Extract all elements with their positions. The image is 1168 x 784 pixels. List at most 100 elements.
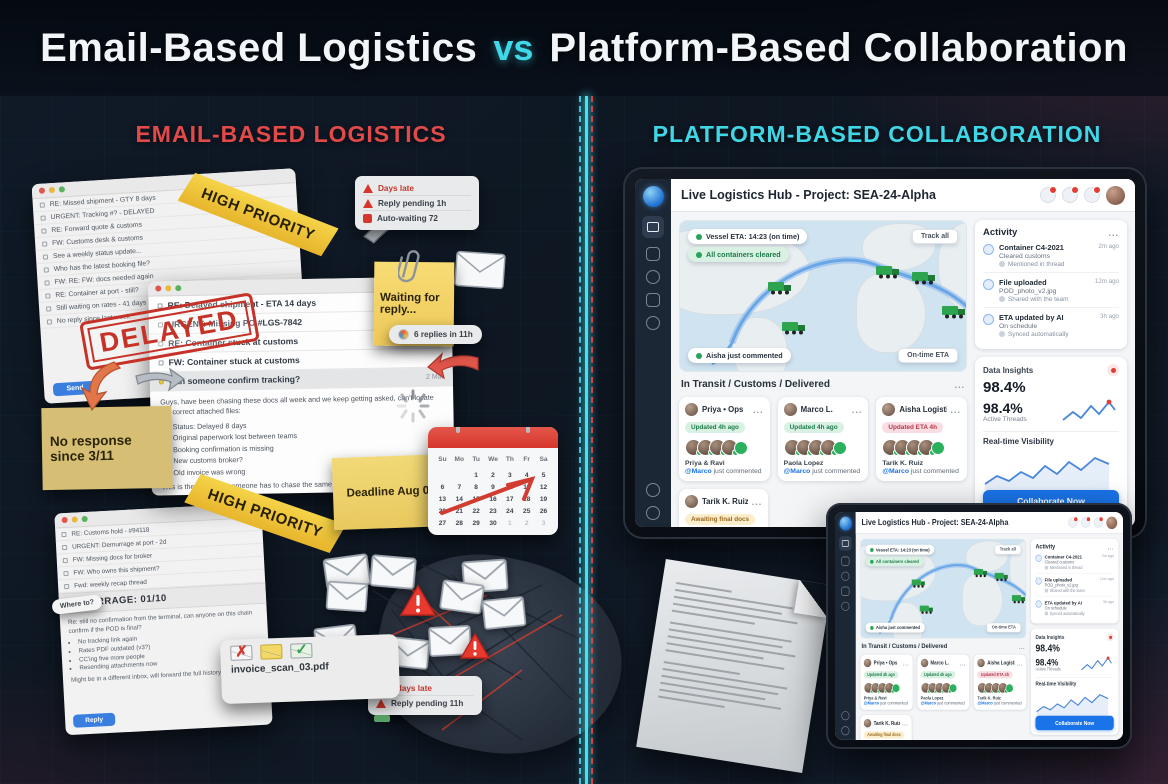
calendar-day[interactable]: 27: [438, 519, 447, 527]
shipment-map[interactable]: Vessel ETA: 14:23 (on time) All containe…: [679, 220, 967, 372]
sidebar-item-history[interactable]: [841, 571, 850, 581]
checkbox-icon[interactable]: [40, 214, 46, 221]
shipment-map[interactable]: Vessel ETA: 14:23 (on time) All containe…: [860, 538, 1027, 639]
checkbox-icon[interactable]: [45, 305, 52, 312]
calendar-day[interactable]: 14: [455, 495, 463, 503]
calendar-day[interactable]: 23: [489, 507, 497, 515]
invoice-attachment-card[interactable]: ✗ ✓ invoice_scan_03.pdf: [219, 633, 401, 705]
checkbox-icon[interactable]: [158, 359, 164, 365]
checkbox-icon[interactable]: [46, 318, 53, 325]
calendar-day[interactable]: 24: [506, 507, 514, 515]
checkbox-icon[interactable]: [61, 544, 68, 550]
checkbox-icon[interactable]: [44, 279, 50, 286]
calendar-day[interactable]: 4: [524, 471, 529, 479]
sidebar-item-account[interactable]: [646, 506, 660, 520]
sidebar-item-shipments[interactable]: [841, 556, 850, 566]
sidebar-item-documents[interactable]: [646, 293, 660, 307]
sidebar-item-help[interactable]: [646, 483, 660, 497]
calendar-day[interactable]: 5: [541, 471, 546, 479]
calendar-day[interactable]: [451, 469, 468, 481]
shipment-card[interactable]: Priya • Ops ... Updated 4h ago Priya & R…: [860, 654, 913, 710]
calendar-day[interactable]: 3: [541, 519, 546, 527]
calendar-day[interactable]: 3: [508, 471, 512, 479]
reactions-icon[interactable]: [1040, 186, 1057, 203]
calendar-day[interactable]: 13: [438, 495, 447, 503]
sidebar-item-dashboard[interactable]: [642, 216, 664, 238]
collaborate-now-button[interactable]: Collaborate Now: [1035, 715, 1114, 731]
calendar-day[interactable]: 15: [472, 495, 480, 503]
email-row[interactable]: FW: Missing docs for broker: [56, 543, 264, 568]
shipment-card[interactable]: Aisha Logistics ... Updated ETA 4h Tarik…: [876, 397, 968, 481]
calendar-day[interactable]: 12: [539, 483, 548, 491]
shipment-card[interactable]: Priya • Ops ... Updated 4h ago Priya & R…: [679, 397, 770, 481]
sidebar-item-history[interactable]: [646, 270, 660, 284]
calendar-day[interactable]: 17: [506, 495, 514, 503]
email-row[interactable]: Fwd: weekly recap thread: [57, 569, 266, 594]
track-all-button[interactable]: Track all: [911, 229, 958, 244]
shipment-card[interactable]: Marco L. ... Updated 4h ago Paola Lopez …: [777, 397, 869, 481]
calendar-day[interactable]: 30: [489, 519, 497, 527]
checkbox-icon[interactable]: [64, 583, 70, 589]
checkbox-icon[interactable]: [42, 253, 49, 260]
card-menu-icon[interactable]: ...: [753, 404, 764, 415]
checkbox-icon[interactable]: [43, 266, 49, 273]
card-menu-icon[interactable]: ...: [902, 719, 909, 727]
sidebar-item-shipments[interactable]: [646, 247, 660, 261]
shipment-card[interactable]: Aisha Logistics ... Updated ETA 4h Tarik…: [974, 654, 1027, 710]
calendar-day[interactable]: 20: [438, 507, 447, 515]
card-menu-icon[interactable]: ...: [950, 404, 962, 415]
calendar-day[interactable]: 8: [474, 483, 478, 491]
calendar-day[interactable]: 28: [455, 519, 463, 527]
sidebar-item-documents[interactable]: [841, 586, 850, 596]
chat-icon[interactable]: [1080, 516, 1091, 528]
calendar-day[interactable]: 16: [489, 495, 497, 503]
card-menu-icon[interactable]: ...: [903, 659, 910, 667]
email-row[interactable]: FW: Who owns this shipment?: [57, 556, 265, 581]
activity-menu-icon[interactable]: ...: [1108, 227, 1119, 238]
card-menu-icon[interactable]: ...: [751, 496, 763, 507]
reactions-icon[interactable]: [1068, 516, 1079, 528]
calendar-day[interactable]: 6: [440, 483, 445, 491]
card-menu-icon[interactable]: ...: [1016, 659, 1023, 667]
calendar-day[interactable]: 9: [491, 483, 495, 491]
checkbox-icon[interactable]: [63, 570, 69, 576]
sidebar-item-account[interactable]: [841, 726, 850, 736]
shipment-card-extra[interactable]: Tarik K. Ruiz ... Awaiting final docs: [860, 715, 912, 740]
calendar-day[interactable]: 19: [539, 495, 548, 503]
calendar-day[interactable]: 18: [523, 495, 531, 503]
card-menu-icon[interactable]: ...: [959, 659, 966, 667]
calendar-day[interactable]: 21: [455, 507, 463, 515]
calendar-day[interactable]: 11: [523, 483, 531, 491]
calendar-day[interactable]: 10: [506, 483, 514, 491]
calendar-day[interactable]: 29: [472, 519, 480, 527]
sidebar-item-dashboard[interactable]: [839, 536, 852, 551]
card-menu-icon[interactable]: ...: [851, 404, 863, 415]
calendar-day[interactable]: 2: [524, 519, 529, 527]
sidebar-item-settings[interactable]: [646, 316, 660, 330]
shipment-card[interactable]: Marco L. ... Updated 4h ago Paola Lopez …: [917, 654, 970, 710]
bell-icon[interactable]: [1084, 186, 1101, 203]
board-menu-icon[interactable]: ...: [954, 379, 965, 390]
checkbox-icon[interactable]: [42, 240, 48, 247]
calendar-day[interactable]: [434, 469, 451, 481]
bell-icon[interactable]: [1093, 516, 1104, 528]
reply-button[interactable]: Reply: [72, 712, 116, 728]
sidebar-item-settings[interactable]: [841, 601, 850, 611]
track-all-button[interactable]: Track all: [994, 544, 1022, 555]
calendar-day[interactable]: 25: [523, 507, 531, 515]
calendar-day[interactable]: 7: [457, 483, 462, 491]
checkbox-icon[interactable]: [39, 201, 45, 208]
board-menu-icon[interactable]: ...: [1019, 643, 1026, 650]
shipment-card-extra[interactable]: Tarik K. Ruiz ... Awaiting final docs: [679, 489, 769, 527]
checkbox-icon[interactable]: [62, 557, 68, 563]
calendar-day[interactable]: 1: [508, 519, 512, 527]
activity-menu-icon[interactable]: ...: [1107, 543, 1114, 551]
calendar-day[interactable]: 22: [472, 507, 480, 515]
email-row[interactable]: URGENT: Demurrage at port - 2d: [55, 530, 264, 555]
